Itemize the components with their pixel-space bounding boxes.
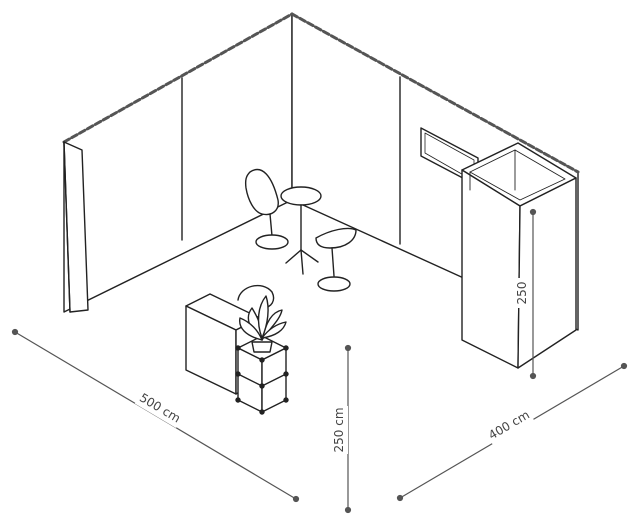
left-wall xyxy=(62,12,294,313)
bar-stool xyxy=(244,168,289,250)
potted-plant xyxy=(239,295,287,353)
shelf-unit xyxy=(235,335,289,415)
left-end-panel xyxy=(63,141,89,313)
bar-stool xyxy=(315,227,357,292)
height-label: 250 cm xyxy=(332,407,346,452)
bar-table xyxy=(280,186,322,275)
cabin-height-label: 250 xyxy=(515,282,529,305)
storage-cabin xyxy=(461,142,577,369)
